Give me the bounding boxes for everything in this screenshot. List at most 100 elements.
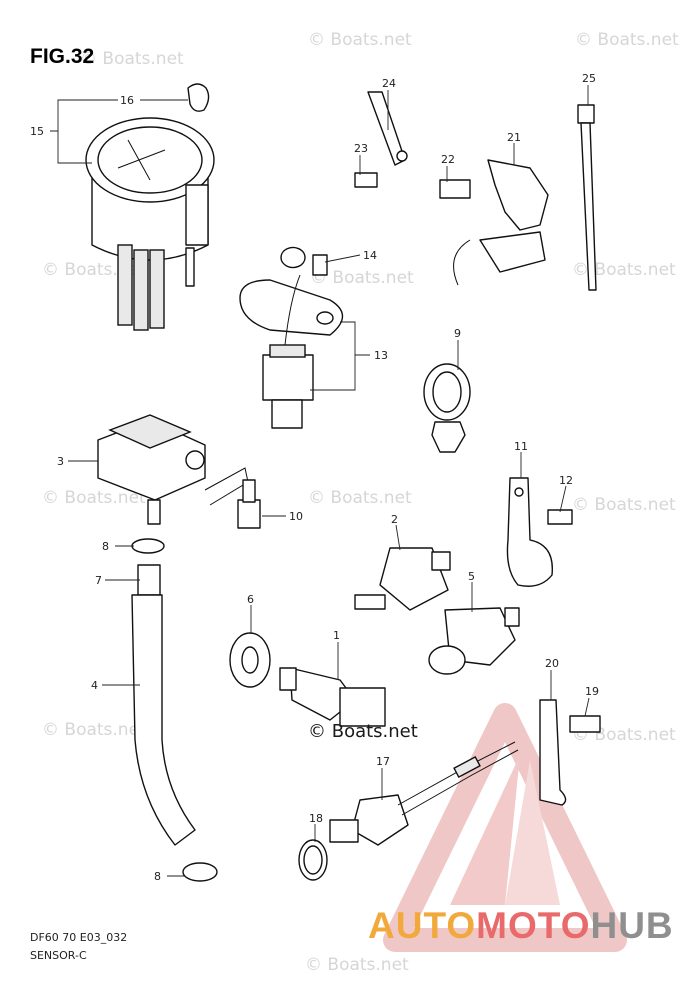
callout-7: 7 [95, 574, 102, 587]
temp-connector [339, 687, 386, 727]
callout-8-bottom: 8 [154, 870, 161, 883]
figure-code: DF60 70 E03_032 [30, 931, 127, 944]
watermark: © Boats.net [572, 495, 676, 515]
leader-lines [50, 85, 590, 877]
screw-head-14 [280, 246, 306, 269]
gauge-needle-2 [127, 139, 151, 181]
screw-19 [569, 715, 601, 733]
bracket-body [487, 159, 549, 231]
part-hose [131, 538, 218, 882]
callout-24: 24 [382, 77, 396, 90]
callout-17: 17 [376, 755, 390, 768]
logo-triangle-outer [383, 703, 627, 952]
part-gauge [85, 83, 215, 331]
sensor5-terminal [504, 607, 520, 627]
callout-4: 4 [91, 679, 98, 692]
tie-head [577, 104, 595, 124]
tie-strap [580, 122, 597, 291]
callout-14: 14 [363, 249, 377, 262]
callout-13: 13 [374, 349, 388, 362]
logo-triangle-inner-2 [505, 760, 560, 905]
gauge-wire [117, 244, 133, 326]
hose-clip-8-top [131, 538, 165, 554]
screw-23 [354, 172, 378, 188]
brand-hub: HUB [590, 905, 673, 946]
callout-9: 9 [454, 327, 461, 340]
flange-hole [316, 311, 334, 325]
map-mount-hole [185, 450, 205, 470]
part-speed-sensor [239, 246, 344, 429]
sensor-tip [271, 399, 303, 429]
sensor17-body [351, 794, 409, 846]
brand-moto: MOTO [476, 905, 590, 946]
watermark: © Boats.net [310, 268, 414, 288]
callout-19: 19 [585, 685, 599, 698]
gauge-wire [133, 249, 149, 331]
callout-12: 12 [559, 474, 573, 487]
watermark-group: © Boats.net © Boats.net © Boats.net © Bo… [42, 30, 679, 975]
leader-13 [340, 321, 370, 356]
leader-13b [310, 355, 356, 391]
map-top [108, 414, 192, 449]
gauge-clip [187, 83, 210, 112]
callout-3: 3 [57, 455, 64, 468]
leader-19 [584, 697, 590, 717]
callout-23: 23 [354, 142, 368, 155]
callout-20: 20 [545, 657, 559, 670]
sensor2-body [379, 547, 449, 611]
watermark: © Boats.net [308, 488, 412, 508]
callout-21: 21 [507, 131, 521, 144]
part-washer [229, 632, 271, 688]
callout-16: 16 [120, 94, 134, 107]
brand-auto: AUTO [368, 905, 476, 946]
part-bracket-sensor [354, 91, 549, 286]
sensor-flange [239, 279, 344, 336]
part-sensor-2 [354, 547, 451, 611]
callout-1: 1 [333, 629, 340, 642]
callouts: 1 2 3 4 5 6 7 8 8 9 10 11 12 13 14 15 16… [30, 72, 599, 883]
callout-8-top: 8 [102, 540, 109, 553]
sensor2-tip [354, 594, 386, 610]
oring-18-inner [303, 845, 323, 875]
part-temp-sensor [279, 667, 386, 727]
gauge-stud [185, 247, 195, 287]
leader-14 [324, 254, 361, 263]
bolt-10 [237, 499, 261, 529]
sensor2-terminal [431, 551, 451, 571]
temp-tip [279, 667, 297, 691]
map-port [147, 499, 161, 525]
watermark: © Boats.net [80, 49, 184, 69]
clamp-base [431, 421, 466, 453]
part-clamp [423, 363, 471, 453]
clip11-hole [514, 487, 524, 497]
leader-2 [395, 524, 401, 551]
figure-name: SENSOR-C [30, 949, 87, 962]
part-sensor-17 [298, 699, 601, 881]
watermark: © Boats.net [42, 488, 146, 508]
watermark: © Boats.net [308, 30, 412, 50]
callout-15: 15 [30, 125, 44, 138]
part-map-sensor [97, 414, 261, 529]
bolt-10-shank [242, 479, 256, 503]
watermark: © Boats.net [305, 955, 409, 975]
watermark: © Boats.net [42, 720, 146, 740]
brand-wordmark: AUTOMOTOHUB [368, 905, 674, 946]
callout-6: 6 [247, 593, 254, 606]
sensor5-tip [428, 645, 466, 675]
gauge-face [97, 126, 203, 194]
hose-clip-8-bottom [182, 862, 218, 882]
callout-5: 5 [468, 570, 475, 583]
callout-2: 2 [391, 513, 398, 526]
hose-fitting-7 [137, 564, 161, 596]
strap-24-hole [396, 150, 408, 162]
sensor17-wire-2 [401, 749, 519, 816]
brand-logo: AUTOMOTOHUB [368, 703, 674, 952]
hose-tube [131, 594, 196, 846]
sensor-wire [284, 274, 301, 346]
screw-shank-14 [312, 254, 328, 276]
callout-10: 10 [289, 510, 303, 523]
part-sensor-5 [428, 607, 520, 675]
leader-12 [559, 485, 567, 513]
leader-15 [50, 99, 118, 132]
